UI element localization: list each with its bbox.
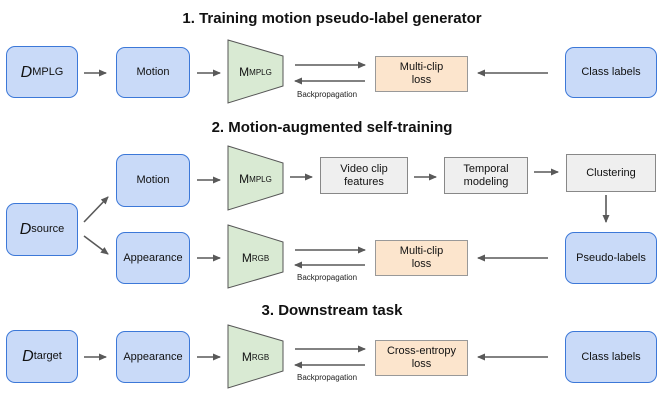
dataset-symbol: D — [22, 348, 34, 365]
motion-label: Motion — [136, 66, 170, 78]
section3-title: 3. Downstream task — [261, 302, 403, 319]
arrow — [83, 235, 109, 255]
backpropagation-label: Backpropagation — [297, 90, 358, 99]
model-mplg-shape — [227, 39, 284, 104]
model-rgb-shape-2 — [227, 324, 284, 389]
appearance-label: Appearance — [123, 251, 183, 264]
loss-label: Multi-clip loss — [399, 245, 444, 270]
dataset-subscript: MPLG — [32, 65, 64, 78]
motion-label: Motion — [136, 174, 170, 186]
dataset-subscript: source — [31, 223, 65, 235]
appearance-input-node: Appearance — [116, 331, 190, 383]
features-label: Video clip features — [340, 162, 388, 188]
dataset-symbol: D — [20, 63, 33, 81]
arrow — [83, 196, 109, 223]
pseudo-labels-node: Pseudo-labels — [565, 232, 657, 284]
loss-label: Multi-clip loss — [399, 61, 444, 86]
motion-input-node: Motion — [116, 47, 190, 98]
class-labels-label: Class labels — [581, 350, 641, 363]
multi-clip-loss-node: Multi-clip loss — [375, 56, 468, 92]
class-labels-label: Class labels — [581, 66, 641, 78]
appearance-label: Appearance — [123, 350, 183, 363]
model-rgb-shape — [227, 224, 284, 289]
multi-clip-loss-node: Multi-clip loss — [375, 240, 468, 276]
temporal-modeling-node: Temporal modeling — [444, 157, 528, 194]
loss-label: Cross-entropy loss — [386, 345, 457, 370]
section2-title: 2. Motion-augmented self-training — [211, 119, 453, 136]
dataset-subscript: target — [33, 350, 62, 362]
motion-input-node: Motion — [116, 154, 190, 207]
model-mplg-shape-2 — [227, 145, 284, 211]
cross-entropy-loss-node: Cross-entropy loss — [375, 340, 468, 376]
clustering-label: Clustering — [586, 166, 636, 179]
class-labels-node: Class labels — [565, 47, 657, 98]
temporal-label: Temporal modeling — [463, 162, 509, 188]
appearance-input-node: Appearance — [116, 232, 190, 284]
class-labels-node: Class labels — [565, 331, 657, 383]
pseudo-labels-label: Pseudo-labels — [576, 251, 646, 264]
backpropagation-label: Backpropagation — [297, 273, 358, 282]
dataset-symbol: D — [19, 221, 32, 238]
video-clip-features-node: Video clip features — [320, 157, 408, 194]
backpropagation-label: Backpropagation — [297, 373, 358, 382]
clustering-node: Clustering — [566, 154, 656, 192]
section1-title: 1. Training motion pseudo-label generato… — [182, 10, 482, 27]
